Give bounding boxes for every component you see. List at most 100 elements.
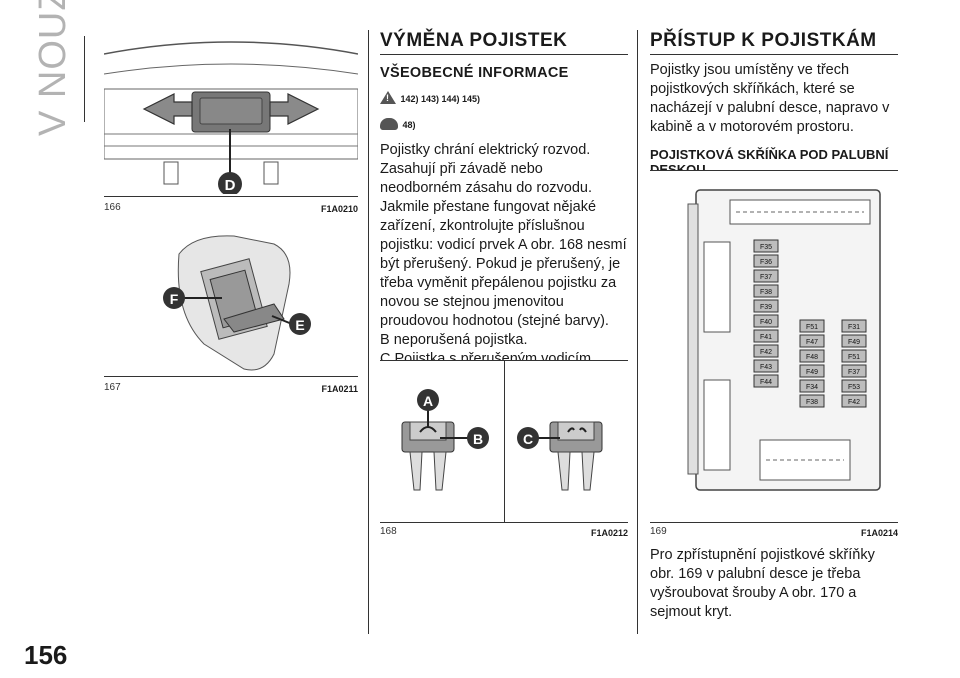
figure-166: D 166 F1A0210 (103, 34, 359, 230)
fuse-slot (799, 334, 825, 348)
fuse-label: F35 (760, 244, 772, 251)
access-title: PŘÍSTUP K POJISTKÁM (650, 30, 877, 51)
caption-rule (104, 376, 358, 377)
fuse-slot (799, 394, 825, 408)
fuse-slot (841, 349, 867, 363)
fuse-slot (753, 239, 779, 253)
figure-split-rule (504, 360, 505, 522)
label-c-circle (517, 427, 539, 449)
item-b: B neporušená pojistka. (380, 332, 528, 348)
figure-code: F1A0210 (320, 204, 358, 214)
label-b-circle (467, 427, 489, 449)
fuse-label: F40 (760, 319, 772, 326)
title-rule (380, 54, 628, 55)
figure-number: 167 (104, 382, 121, 393)
fuse-label: F38 (806, 399, 818, 406)
fuse-label: F47 (806, 339, 818, 346)
fuse-slot (753, 269, 779, 283)
fuse-slot (841, 319, 867, 333)
warning-icon (380, 91, 396, 105)
label-e-circle (289, 313, 311, 335)
fuse-slot (841, 334, 867, 348)
label-b: B (473, 431, 483, 447)
fuse-label: F42 (848, 399, 860, 406)
label-c: C (523, 431, 533, 447)
fuse-slot (799, 364, 825, 378)
figure-code: F1A0214 (860, 528, 898, 538)
fuse-label: F34 (806, 384, 818, 391)
figure-number: 168 (380, 526, 397, 537)
label-d: D (225, 177, 236, 194)
fuse-label: F43 (760, 364, 772, 371)
section-tab: V NOUZI (22, 0, 82, 146)
fuse-label: F51 (848, 354, 860, 361)
label-a: A (423, 393, 433, 409)
fuse-slot (841, 379, 867, 393)
caption-rule (650, 522, 898, 523)
fuse-label: F48 (806, 354, 818, 361)
section-title: VÝMĚNA POJISTEK (380, 30, 568, 51)
fuse-label: F38 (760, 289, 772, 296)
page-number: 156 (24, 640, 68, 670)
figure-167-illustration: F E (163, 235, 311, 371)
main-column: VÝMĚNA POJISTEK VŠEOBECNÉ INFORMACE 142)… (380, 30, 628, 388)
figure-code: F1A0211 (321, 384, 358, 394)
fuse-slot (753, 374, 779, 388)
column-divider-1 (368, 30, 369, 634)
warning-refs-text: 142) 143) 144) 145) (400, 94, 481, 104)
access-instructions: Pro zpřístupnění pojistkové skříňky obr.… (650, 547, 875, 620)
figure-168: A B C 168 F1A0212 (380, 360, 628, 542)
label-a-circle (417, 389, 439, 411)
label-f: F (170, 291, 179, 307)
fuse-label: F39 (760, 304, 772, 311)
intro-paragraph: Pojistky chrání elektrický rozvod. Zasah… (380, 142, 627, 329)
fuse-label: F49 (806, 369, 818, 376)
fuse-slot (841, 364, 867, 378)
warning-refs: 142) 143) 144) 145) (380, 89, 628, 107)
fuse-slot (799, 319, 825, 333)
note-refs: 48) (380, 115, 628, 133)
fuse-label: F37 (848, 369, 860, 376)
label-e: E (295, 317, 304, 333)
fuse-label: F51 (806, 324, 818, 331)
figure-code: F1A0212 (590, 528, 628, 538)
fuse-slot (799, 349, 825, 363)
figure-168-illustration: A B C (401, 389, 603, 491)
fuse-label: F44 (760, 379, 772, 386)
fuse-slot (753, 329, 779, 343)
figure-number: 166 (104, 202, 121, 213)
arrow-right-icon (269, 93, 320, 125)
label-d-circle (218, 172, 242, 196)
fuse-label: F42 (760, 349, 772, 356)
fuse-label: F36 (760, 259, 772, 266)
fuse-slot (753, 359, 779, 373)
fuse-label: F41 (760, 334, 772, 341)
arrow-left-icon (142, 93, 193, 125)
fuse-slot (753, 299, 779, 313)
note-refs-text: 48) (402, 120, 416, 130)
fuse-label: F49 (848, 339, 860, 346)
right-column: PŘÍSTUP K POJISTKÁM Pojistky jsou umístě… (650, 30, 898, 177)
figure-number: 169 (650, 526, 667, 537)
figure-166-illustration: D (103, 41, 359, 196)
fuse-label: F37 (760, 274, 772, 281)
caption-rule (380, 522, 628, 523)
fuse-slot (753, 254, 779, 268)
fuse-slot (753, 314, 779, 328)
label-f-circle (163, 287, 185, 309)
fuse-slot (841, 394, 867, 408)
fuse-slot (753, 344, 779, 358)
fuse-slot (753, 284, 779, 298)
fuse-label: F31 (848, 324, 860, 331)
fuse-slot (799, 379, 825, 393)
caption-rule (104, 196, 358, 197)
subsection-title: VŠEOBECNÉ INFORMACE (380, 65, 569, 81)
note-icon (380, 117, 398, 130)
fuse-label: F53 (848, 384, 860, 391)
title-rule (650, 54, 898, 55)
